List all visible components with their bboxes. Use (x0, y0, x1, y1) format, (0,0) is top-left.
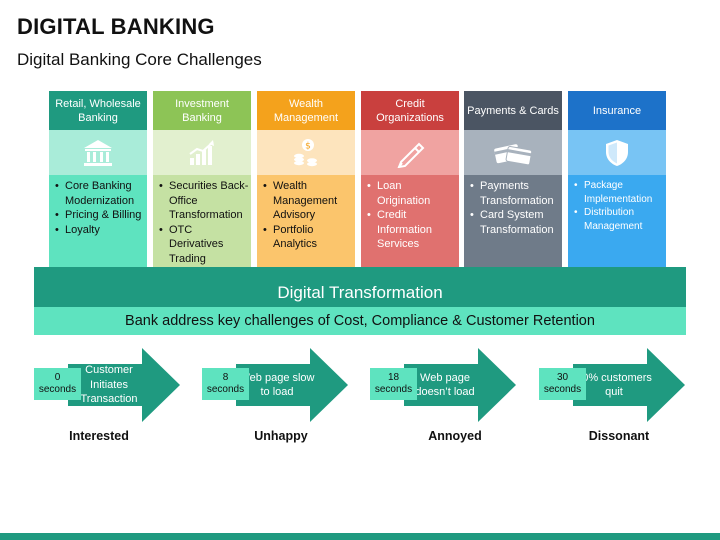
svg-text:$: $ (305, 141, 311, 151)
time-unit: seconds (374, 384, 413, 395)
pillar-insurance: Insurance Package Implementation Distrib… (568, 91, 666, 277)
list-item: Package Implementation (572, 179, 664, 206)
cards-icon (494, 143, 533, 165)
digital-transformation-band: Digital Transformation (34, 267, 686, 307)
time-value: 8 (222, 372, 229, 383)
pillar-header: Investment Banking (153, 91, 251, 130)
pillar-header: Retail, Wholesale Banking (49, 91, 147, 130)
footer-bar (0, 533, 720, 540)
step-2: Web page slow to load 8 seconds (202, 348, 348, 422)
time-box: 0 seconds (34, 368, 81, 400)
step-text: Web page slow to load (239, 371, 315, 399)
pillar-header: Wealth Management (257, 91, 355, 130)
list-item: Credit Information Services (365, 208, 457, 252)
time-value: 18 (387, 372, 400, 383)
list-item: Payments Transformation (468, 179, 560, 208)
time-unit: seconds (38, 384, 77, 395)
slide-title: DIGITAL BANKING (17, 14, 215, 39)
pillar-investment-banking: Investment Banking Securities Back-Offic… (153, 91, 251, 277)
arrow-shape (404, 348, 516, 422)
pillar-items: Securities Back-Office Transformation OT… (157, 179, 249, 266)
step-label-interested: Interested (69, 429, 129, 443)
time-unit: seconds (206, 384, 245, 395)
list-item: OTC Derivatives Trading (157, 223, 249, 267)
pillar-header: Insurance (568, 91, 666, 130)
shield-icon (606, 139, 628, 166)
list-item: Distribution Management (572, 206, 664, 233)
bank-statement-band: Bank address key challenges of Cost, Com… (34, 307, 686, 335)
step-label-unhappy: Unhappy (254, 429, 308, 443)
time-value: 0 (54, 372, 61, 383)
list-item: Wealth Management Advisory (261, 179, 353, 223)
step-label-annoyed: Annoyed (428, 429, 482, 443)
slide-subtitle: Digital Banking Core Challenges (17, 50, 262, 69)
time-box: 30 seconds (539, 368, 586, 400)
bank-icon (84, 139, 112, 166)
pillar-payments-cards: Payments & Cards Payments Transformation… (464, 91, 562, 277)
step-text: 80% customers quit (576, 371, 652, 399)
time-box: 8 seconds (202, 368, 249, 400)
pillar-header: Credit Organizations (361, 91, 459, 130)
pillar-items: Payments Transformation Card System Tran… (468, 179, 560, 237)
time-box: 18 seconds (370, 368, 417, 400)
list-item: Pricing & Billing (53, 208, 145, 223)
list-item: Loan Origination (365, 179, 457, 208)
step-4: 80% customers quit 30 seconds (539, 348, 685, 422)
list-item: Card System Transformation (468, 208, 560, 237)
arrow-shape (573, 348, 685, 422)
list-item: Core Banking Modernization (53, 179, 145, 208)
list-item: Portfolio Analytics (261, 223, 353, 252)
arrow-shape (68, 348, 180, 422)
pillar-credit-organizations: Credit Organizations Loan Origination Cr… (361, 91, 459, 277)
chart-growth-icon (189, 139, 214, 165)
time-value: 30 (556, 372, 569, 383)
pillar-header: Payments & Cards (464, 91, 562, 130)
list-item: Securities Back-Office Transformation (157, 179, 249, 223)
pillar-items: Wealth Management Advisory Portfolio Ana… (261, 179, 353, 252)
arrow-shape (236, 348, 348, 422)
step-3: Web page doesn’t load 18 seconds (370, 348, 516, 422)
pillar-retail-wholesale: Retail, Wholesale Banking Core Banking M… (49, 91, 147, 277)
step-text: Customer Initiates Transaction (80, 364, 138, 406)
pillar-items: Core Banking Modernization Pricing & Bil… (53, 179, 145, 237)
digital-transformation-label: Digital Transformation (277, 283, 443, 302)
step-text: Web page doesn’t load (415, 371, 475, 399)
pillar-items: Package Implementation Distribution Mana… (572, 179, 664, 233)
pillar-items: Loan Origination Credit Information Serv… (365, 179, 457, 252)
pen-icon (397, 142, 425, 168)
time-unit: seconds (543, 384, 582, 395)
coins-icon: $ (294, 138, 317, 166)
pillar-wealth-management: Wealth Management $ Wealth Management Ad… (257, 91, 355, 277)
step-1: Customer Initiates Transaction 0 seconds (34, 348, 180, 422)
list-item: Loyalty (53, 223, 145, 238)
step-label-dissonant: Dissonant (588, 429, 650, 443)
